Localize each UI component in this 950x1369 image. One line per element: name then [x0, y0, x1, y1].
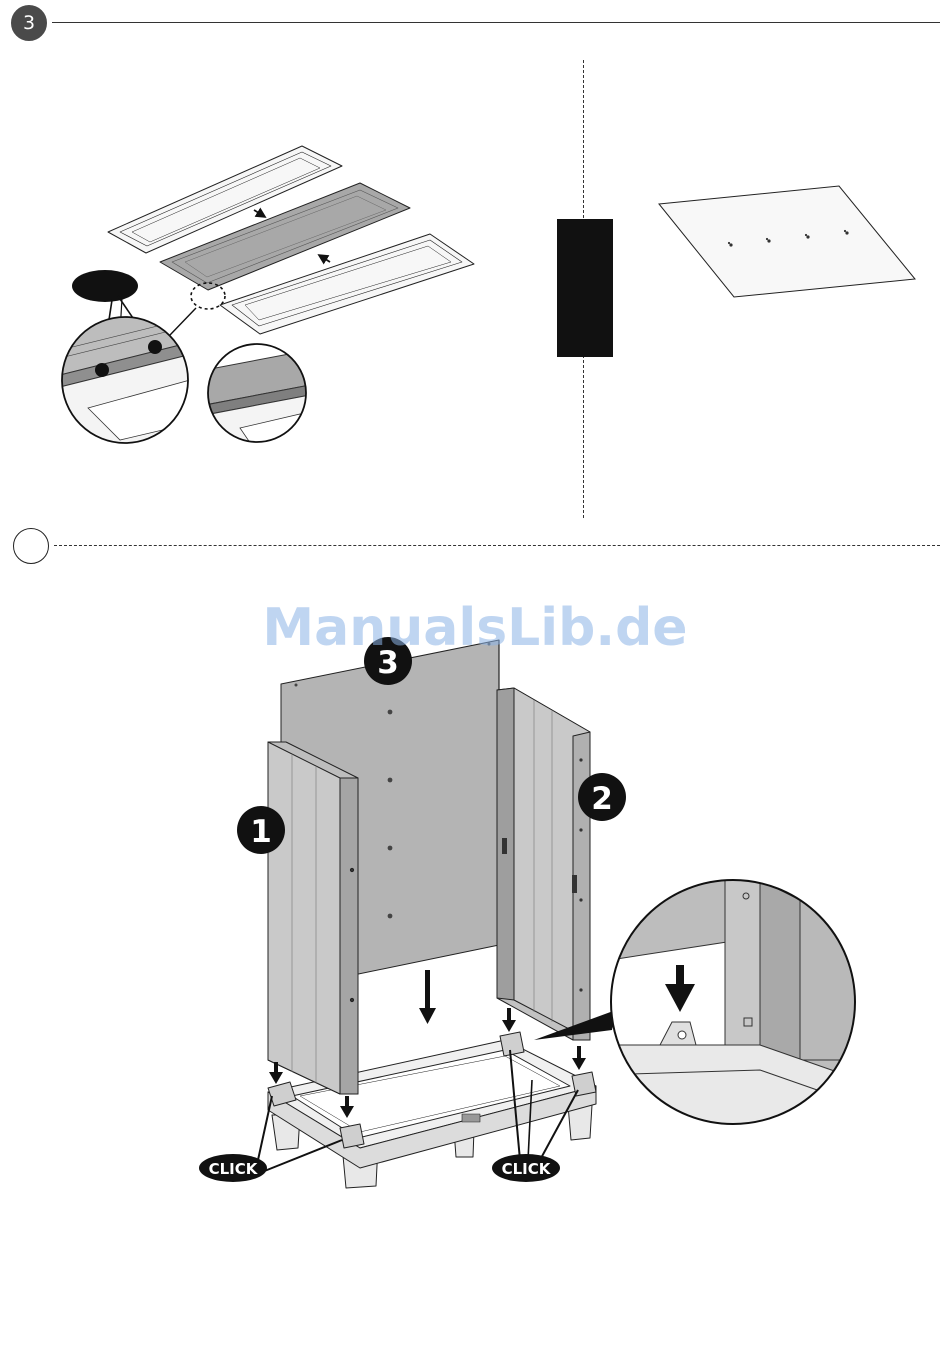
click-label: CLICK	[502, 1160, 552, 1178]
part-number-badge-2: 2	[578, 773, 626, 821]
part-number-badge-1: 1	[237, 806, 285, 854]
detail-magnifier-b	[205, 342, 310, 450]
panel-stack-illustration	[108, 146, 474, 335]
side-panel-1	[268, 742, 358, 1094]
down-arrow-icon	[572, 1046, 586, 1070]
cabinet-assembly	[268, 640, 616, 1188]
detail-magnifier-a	[40, 290, 205, 460]
side-panel-2	[497, 688, 590, 1040]
part-number-2: 2	[591, 781, 613, 817]
single-panel	[659, 186, 915, 297]
down-arrow-icon	[419, 970, 436, 1024]
up-arrow-icon	[322, 257, 330, 262]
part-number-1: 1	[250, 814, 272, 850]
down-arrow-icon	[254, 210, 262, 215]
part-number-3: 3	[377, 645, 399, 681]
part-number-badge-3: 3	[364, 637, 412, 685]
detail-magnifier-c	[600, 870, 870, 1140]
down-arrow-icon	[502, 1008, 516, 1032]
click-label: CLICK	[209, 1160, 259, 1178]
